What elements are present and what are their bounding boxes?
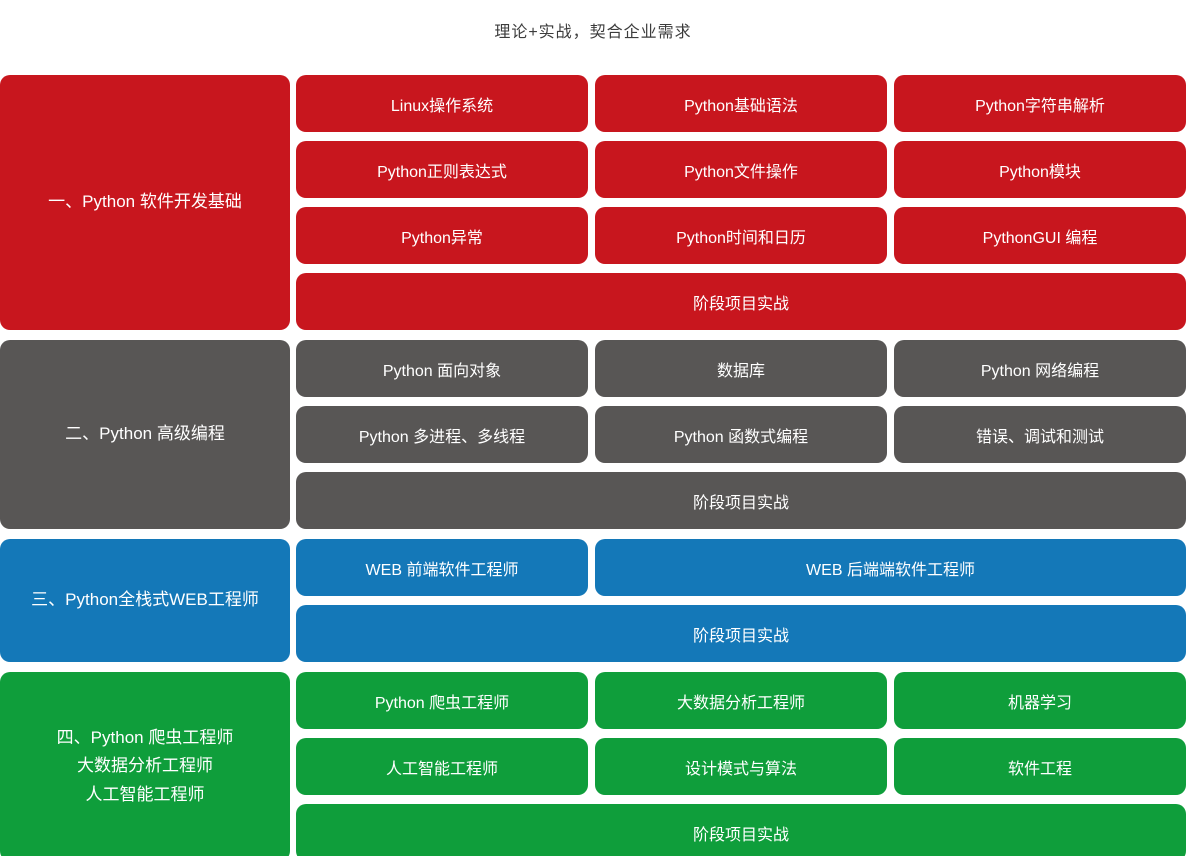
course-item: Python 多进程、多线程 <box>296 406 588 463</box>
course-row: Python 面向对象 数据库 Python 网络编程 <box>296 340 1186 397</box>
stage-1-label: 一、Python 软件开发基础 <box>0 75 290 330</box>
course-row: 阶段项目实战 <box>296 273 1186 330</box>
course-item: 机器学习 <box>894 672 1186 729</box>
stage-4-grid: Python 爬虫工程师 大数据分析工程师 机器学习 人工智能工程师 设计模式与… <box>296 672 1186 856</box>
stage-project-item: 阶段项目实战 <box>296 273 1186 330</box>
course-item: 大数据分析工程师 <box>595 672 887 729</box>
course-item: Python文件操作 <box>595 141 887 198</box>
stage-1-section: 一、Python 软件开发基础 Linux操作系统 Python基础语法 Pyt… <box>0 75 1186 330</box>
course-item: PythonGUI 编程 <box>894 207 1186 264</box>
course-row: 阶段项目实战 <box>296 472 1186 529</box>
course-item: Python 网络编程 <box>894 340 1186 397</box>
course-row: Python异常 Python时间和日历 PythonGUI 编程 <box>296 207 1186 264</box>
stage-project-item: 阶段项目实战 <box>296 605 1186 662</box>
course-row: 阶段项目实战 <box>296 804 1186 856</box>
page-title: 理论+实战，契合企业需求 <box>494 24 692 41</box>
header: 理论+实战，契合企业需求 <box>0 0 1186 75</box>
course-row: WEB 前端软件工程师 WEB 后端端软件工程师 <box>296 539 1186 596</box>
course-item: 设计模式与算法 <box>595 738 887 795</box>
course-item: Python 函数式编程 <box>595 406 887 463</box>
stage-3-grid: WEB 前端软件工程师 WEB 后端端软件工程师 阶段项目实战 <box>296 539 1186 662</box>
course-item: WEB 后端端软件工程师 <box>595 539 1186 596</box>
course-item: Python正则表达式 <box>296 141 588 198</box>
stage-3-label: 三、Python全栈式WEB工程师 <box>0 539 290 662</box>
course-item: Python字符串解析 <box>894 75 1186 132</box>
course-item: Python模块 <box>894 141 1186 198</box>
course-item: 软件工程 <box>894 738 1186 795</box>
course-row: 人工智能工程师 设计模式与算法 软件工程 <box>296 738 1186 795</box>
course-item: 数据库 <box>595 340 887 397</box>
course-row: Python正则表达式 Python文件操作 Python模块 <box>296 141 1186 198</box>
course-item: 错误、调试和测试 <box>894 406 1186 463</box>
course-item: WEB 前端软件工程师 <box>296 539 588 596</box>
course-row: Python 爬虫工程师 大数据分析工程师 机器学习 <box>296 672 1186 729</box>
stage-2-grid: Python 面向对象 数据库 Python 网络编程 Python 多进程、多… <box>296 340 1186 529</box>
stage-4-label: 四、Python 爬虫工程师 大数据分析工程师 人工智能工程师 <box>0 672 290 856</box>
stage-project-item: 阶段项目实战 <box>296 804 1186 856</box>
course-item: Python 面向对象 <box>296 340 588 397</box>
course-row: Linux操作系统 Python基础语法 Python字符串解析 <box>296 75 1186 132</box>
course-item: 人工智能工程师 <box>296 738 588 795</box>
stage-sections: 一、Python 软件开发基础 Linux操作系统 Python基础语法 Pyt… <box>0 75 1186 856</box>
course-item: Python异常 <box>296 207 588 264</box>
stage-2-section: 二、Python 高级编程 Python 面向对象 数据库 Python 网络编… <box>0 340 1186 529</box>
course-item: Python基础语法 <box>595 75 887 132</box>
course-row: 阶段项目实战 <box>296 605 1186 662</box>
stage-project-item: 阶段项目实战 <box>296 472 1186 529</box>
stage-3-section: 三、Python全栈式WEB工程师 WEB 前端软件工程师 WEB 后端端软件工… <box>0 539 1186 662</box>
course-item: Linux操作系统 <box>296 75 588 132</box>
course-row: Python 多进程、多线程 Python 函数式编程 错误、调试和测试 <box>296 406 1186 463</box>
stage-4-section: 四、Python 爬虫工程师 大数据分析工程师 人工智能工程师 Python 爬… <box>0 672 1186 856</box>
course-item: Python时间和日历 <box>595 207 887 264</box>
stage-2-label: 二、Python 高级编程 <box>0 340 290 529</box>
course-item: Python 爬虫工程师 <box>296 672 588 729</box>
stage-1-grid: Linux操作系统 Python基础语法 Python字符串解析 Python正… <box>296 75 1186 330</box>
